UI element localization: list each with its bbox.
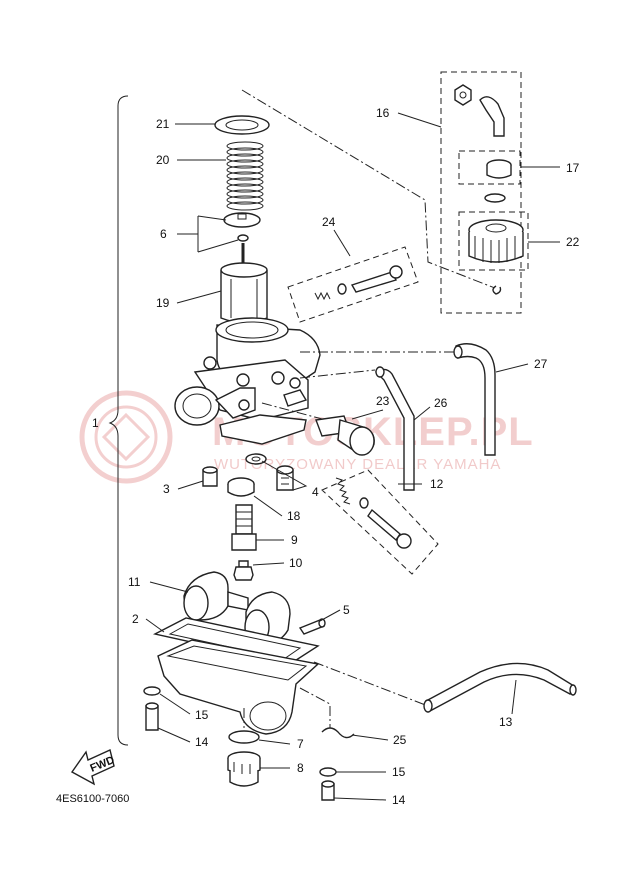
callout-25: 25 [393,733,407,747]
callout-14b: 14 [392,793,406,807]
callout-16: 16 [376,106,390,120]
part-26-hose [374,366,415,491]
callout-20: 20 [156,153,170,167]
part-20-spring [226,141,264,211]
part-23-starter-plunger [315,415,375,456]
callout-11: 11 [128,575,141,589]
box-17 [458,150,521,185]
callout-26: 26 [434,396,448,410]
part-25-clip [321,727,355,739]
fwd-arrow-icon: FWD [70,749,116,786]
part-24-pilot-screw [314,265,403,301]
callout-12: 12 [430,477,444,491]
callout-13: 13 [499,715,513,729]
part-12-adjust-screw [335,477,412,549]
part-27-hose [453,343,496,456]
part-22-mixing-chamber-cap [468,219,524,263]
reference-line-26 [299,369,376,379]
part-9-main-nozzle [231,504,257,551]
part-16-clip [492,285,502,295]
part-7-o-ring [228,730,260,744]
callout-3: 3 [163,482,170,496]
box-16 [440,71,522,314]
reference-line-13 [313,661,429,707]
callout-21: 21 [156,117,170,131]
part-11-float [183,571,291,645]
callout-8: 8 [297,761,304,775]
callout-15a: 15 [195,708,209,722]
part-float-bowl [157,639,320,735]
assembly-bracket [108,95,129,746]
callout-4: 4 [312,485,319,499]
part-15-washer-right [319,767,337,777]
part-3-jet [202,466,218,487]
callout-19: 19 [156,296,170,310]
box-22 [458,211,529,271]
part-8-drain-plug [227,751,261,787]
box-12 [321,469,439,575]
box-24 [287,246,419,323]
callout-2: 2 [132,612,139,626]
part-17-nut [486,159,512,179]
callout-10: 10 [289,556,303,570]
callout-24: 24 [322,215,336,229]
callout-22: 22 [566,235,580,249]
part-6-needle-holder [223,212,261,242]
callout-9: 9 [291,533,298,547]
part-19-throttle-valve [220,243,268,324]
part-washer [245,453,267,465]
callout-23: 23 [376,394,390,408]
callout-6: 6 [160,227,167,241]
part-5-float-pin [298,618,326,635]
callout-1: 1 [92,416,99,430]
part-18-needle-jet [227,477,255,497]
part-15-washer-left [143,686,161,696]
callout-27: 27 [534,357,548,371]
watermark-logo [79,390,173,484]
part-10-main-jet [233,560,254,581]
callout-14a: 14 [195,735,209,749]
diagram-code: 4ES6100-7060 [56,793,129,805]
carburetor-body [174,317,321,445]
callout-18: 18 [287,509,301,523]
reference-line-23 [261,402,327,421]
reference-line-25 [299,687,331,730]
callout-15b: 15 [392,765,406,779]
reference-line-top [241,89,501,291]
callout-7: 7 [297,737,304,751]
callout-5: 5 [343,603,350,617]
part-16-throttle-cable-fitting [454,84,505,137]
callout-17: 17 [566,161,580,175]
part-21-gasket [214,115,270,135]
part-4-plug [276,465,294,491]
part-16-washer [484,193,506,203]
part-13-overflow-hose [423,662,577,713]
part-14-screw-left [145,702,159,731]
part-14-screw-right [321,780,335,801]
